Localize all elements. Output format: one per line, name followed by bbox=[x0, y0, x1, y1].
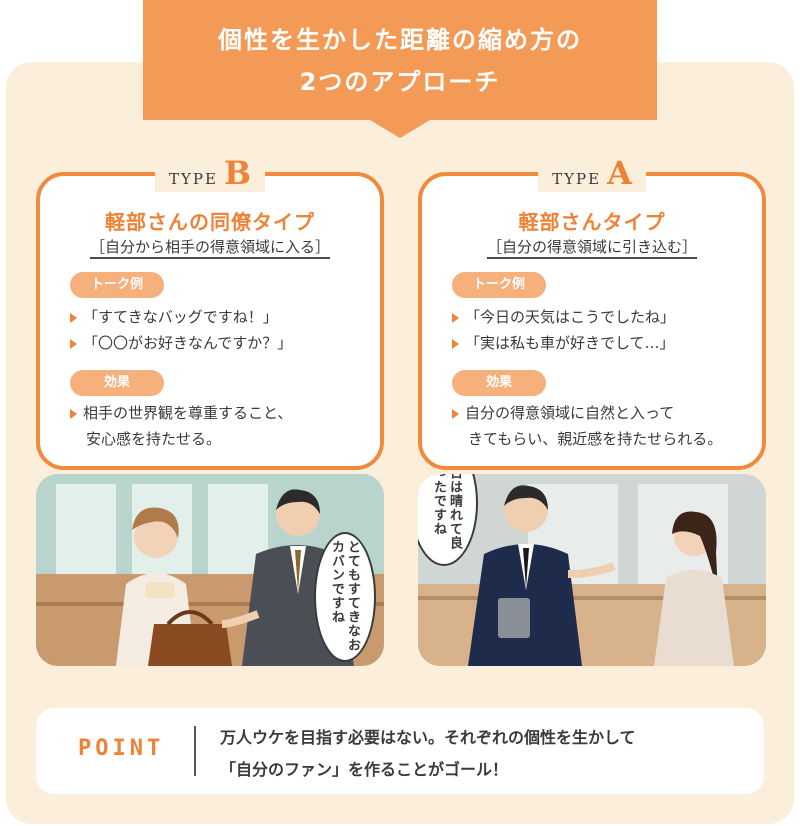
card-title: 軽部さんの同僚タイプ bbox=[105, 210, 315, 234]
effect-text-cont: きてもらい、親近感を持たせられる。 bbox=[468, 430, 723, 448]
type-word: TYPE bbox=[552, 170, 602, 188]
talk-example-item: 「実は私も車が好きでして…」 bbox=[452, 332, 675, 353]
type-b-card: TYPE B 軽部さんの同僚タイプ ［自分から相手の得意領域に入る］ トーク例 「… bbox=[36, 154, 384, 470]
talk-example-item: 「すてきなバッグですね！」 bbox=[70, 306, 278, 327]
bullet-arrow-icon bbox=[70, 338, 77, 349]
type-a-card: TYPE A 軽部さんタイプ ［自分の得意領域に引き込む］ トーク例 「今日の天気… bbox=[418, 154, 766, 470]
speech-bubble-text: とてもすてきなおカバンですね bbox=[329, 540, 360, 652]
title-banner: 個性を生かした距離の縮め方の 2つのアプローチ bbox=[143, 0, 657, 138]
card-subtitle: ［自分から相手の得意領域に入る］ bbox=[40, 236, 380, 259]
talk-example-item: 「今日の天気はこうでしたね」 bbox=[452, 306, 675, 327]
point-divider bbox=[194, 726, 196, 776]
point-box: POINT 万人ウケを目指す必要はない。それぞれの個性を生かして 「自分のファン… bbox=[36, 708, 764, 794]
type-word: TYPE bbox=[169, 170, 218, 188]
bullet-arrow-icon bbox=[70, 312, 77, 323]
effect-label: 効果 bbox=[452, 370, 546, 396]
banner-title-line1: 個性を生かした距離の縮め方の bbox=[218, 26, 582, 54]
bullet-arrow-icon bbox=[70, 408, 77, 419]
effect-text: 自分の得意領域に自然と入って bbox=[452, 402, 674, 423]
talk-example-label: トーク例 bbox=[70, 272, 164, 298]
lobby-scene-illustration bbox=[418, 474, 766, 666]
type-letter: A bbox=[607, 154, 632, 192]
speech-bubble bbox=[314, 532, 376, 662]
talk-example-item: 「〇〇がお好きなんですか？」 bbox=[70, 332, 292, 353]
card-title: 軽部さんタイプ bbox=[518, 210, 666, 234]
card-subtitle: ［自分の得意領域に引き込む］ bbox=[422, 236, 762, 259]
effect-label: 効果 bbox=[70, 370, 164, 396]
type-b-tab: TYPE B bbox=[155, 154, 265, 192]
banner-title-line2: 2つのアプローチ bbox=[299, 68, 501, 96]
point-text-line2: 「自分のファン」を作ることがゴール！ bbox=[220, 760, 509, 779]
point-text-line1: 万人ウケを目指す必要はない。それぞれの個性を生かして bbox=[220, 728, 636, 747]
effect-text: 相手の世界観を尊重すること、 bbox=[70, 402, 292, 423]
talk-example-label: トーク例 bbox=[452, 272, 546, 298]
bullet-arrow-icon bbox=[452, 408, 459, 419]
bullet-arrow-icon bbox=[452, 338, 459, 349]
type-letter: B bbox=[223, 154, 251, 192]
speech-bubble-text: 今日は晴れて良かったですね bbox=[431, 474, 462, 550]
point-label: POINT bbox=[78, 736, 165, 761]
illustration-lobby-scene: 今日は晴れて良かったですね bbox=[418, 474, 766, 666]
effect-text-cont: 安心感を持たせる。 bbox=[86, 430, 222, 448]
bullet-arrow-icon bbox=[452, 312, 459, 323]
type-a-tab: TYPE A bbox=[538, 154, 646, 192]
illustration-shop-scene: とてもすてきなおカバンですね bbox=[36, 474, 384, 666]
